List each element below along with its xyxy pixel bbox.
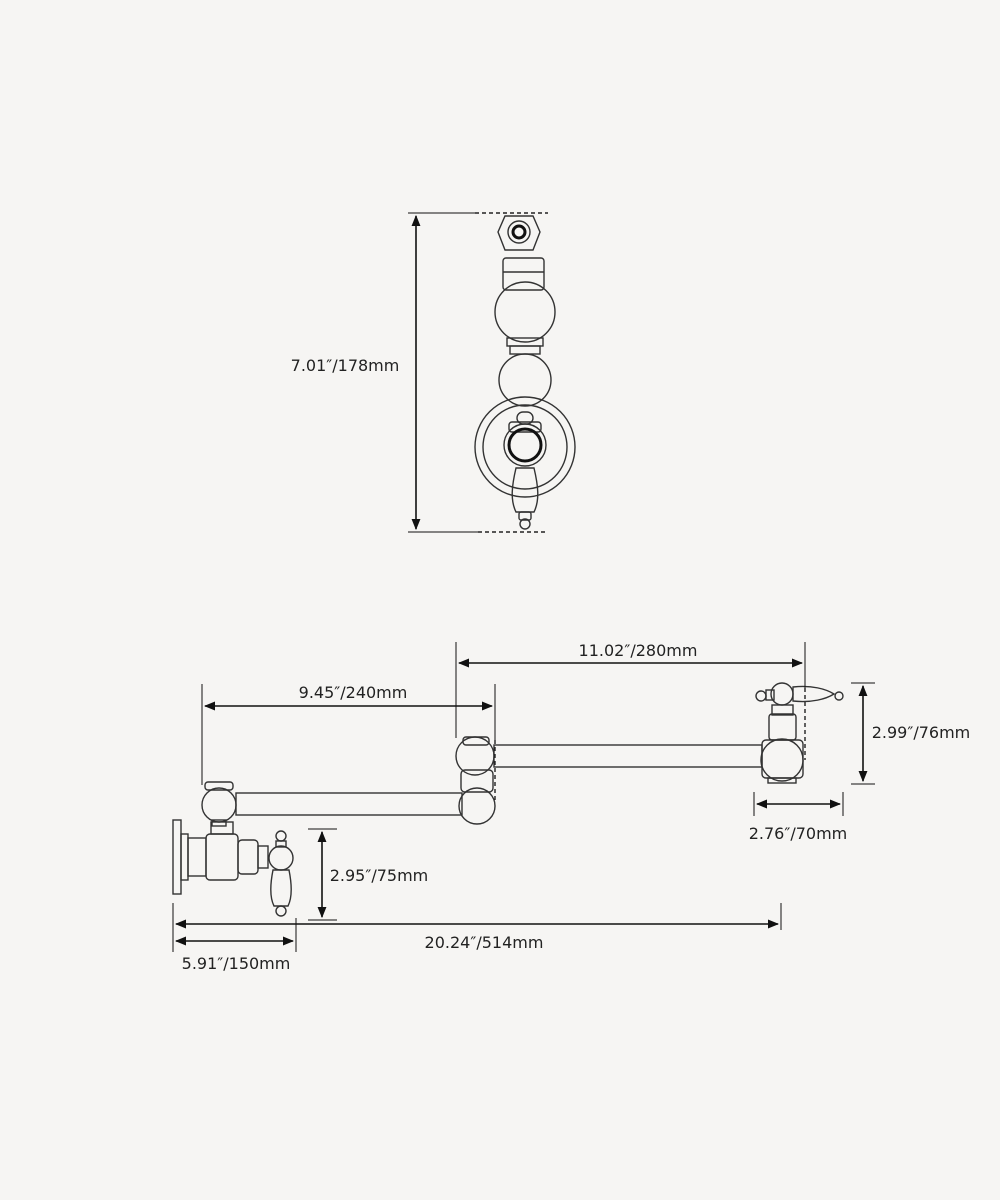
side-valve-handle: [268, 830, 294, 917]
second-arm: [493, 744, 763, 768]
wall-offset-dimension: [174, 918, 297, 952]
total-length-label: 20.24″/514mm: [425, 933, 544, 952]
mounting-eye: [497, 215, 541, 251]
spout-lever: [755, 682, 844, 706]
spout-height-dimension: [851, 682, 875, 785]
first-arm: [235, 792, 463, 816]
lower-swivel-ball: [498, 353, 552, 407]
front-height-dimension: [408, 212, 548, 533]
arm-span-dimension: [455, 642, 806, 760]
valve-handle: [503, 411, 547, 530]
elbow-joint: [455, 736, 496, 825]
front-height-label: 7.01″/178mm: [291, 356, 400, 375]
spout-height-label: 2.99″/76mm: [872, 723, 971, 742]
valve-body: [187, 821, 269, 881]
spout-width-dimension: [753, 792, 844, 816]
arm-span-label: 11.02″/280mm: [579, 641, 698, 660]
first-arm-dimension: [201, 684, 496, 800]
front-view: 7.01″/178mm: [291, 212, 576, 533]
upper-swivel-ball: [494, 281, 556, 343]
upper-sleeve: [502, 257, 545, 291]
side-view: 11.02″/280mm 9.45″/240mm 2.99″/76mm 2.76…: [172, 641, 971, 973]
valve-height-label: 2.95″/75mm: [330, 866, 429, 885]
first-swivel: [201, 781, 237, 827]
wall-plate: [172, 819, 189, 895]
wall-escutcheon: [474, 396, 576, 498]
first-arm-label: 9.45″/240mm: [299, 683, 408, 702]
spout-width-label: 2.76″/70mm: [749, 824, 848, 843]
spout: [760, 704, 804, 784]
wall-offset-label: 5.91″/150mm: [182, 954, 291, 973]
total-length-dimension: [172, 903, 782, 952]
